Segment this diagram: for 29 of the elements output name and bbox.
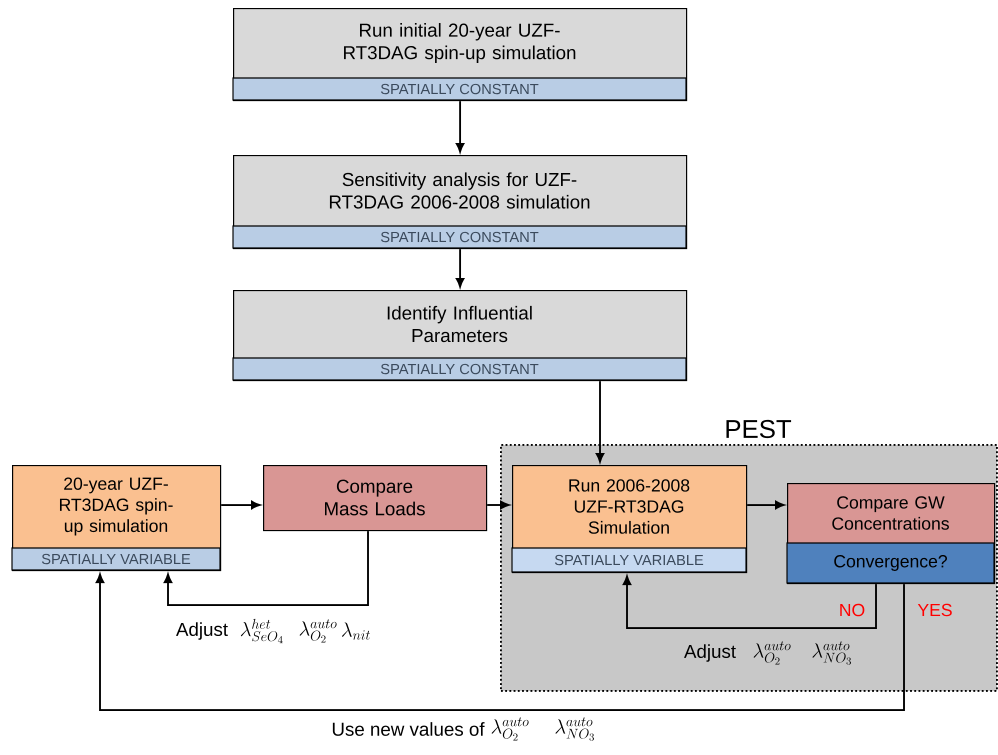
process-box: Run 2006-2008 UZF-RT3DAG Simulation SPATIALLY VARIABLE <box>511 465 748 574</box>
formula: $\lambda^{auto}_{NO_3}$ <box>556 717 594 741</box>
arrow <box>456 101 464 152</box>
arrow <box>596 381 604 462</box>
arrow <box>221 500 260 510</box>
annotation-text: Adjust <box>684 644 736 662</box>
process-box: 20-year UZF-RT3DAG spin-up simulation SPATIALLY VARIABLE <box>11 465 222 572</box>
process-box: Compare GW Concentrations Convergence? <box>786 483 996 584</box>
process-box: Run initial 20-year UZF-RT3DAG spin-up simulation SPATIALLY CONSTANT <box>232 8 688 102</box>
annotation-text: Adjust <box>176 622 228 640</box>
formula: $\lambda_{nit}$ <box>342 622 370 640</box>
formula: $\lambda^{auto}_{O_2}$ <box>754 641 791 665</box>
formula: $\lambda^{auto}_{O_2}$ <box>492 717 529 741</box>
node-label: PEST <box>726 420 792 438</box>
arrow <box>96 574 905 711</box>
process-box: Identify Influential Parameters SPATIALLY CONSTANT <box>232 290 688 382</box>
formula: $\lambda^{auto}_{NO_3}$ <box>812 641 851 665</box>
arrow <box>747 500 784 510</box>
annotation-text: Use new values of <box>332 722 485 736</box>
arrow <box>622 576 877 629</box>
process-box: Sensitivity analysis for UZF-RT3DAG 2006-2008 simulation SPATIALLY CONSTANT <box>232 155 688 250</box>
process-box: Compare Mass Loads <box>263 465 488 532</box>
arrow <box>164 531 369 606</box>
arrow <box>456 249 464 288</box>
edge-label: NO <box>838 602 866 618</box>
formula: $\lambda^{auto}_{O_2}$ <box>300 619 337 643</box>
edge-label: YES <box>916 602 954 618</box>
formula: $\lambda^{het}_{SeO_4}$ <box>240 618 283 644</box>
arrow <box>487 500 510 510</box>
